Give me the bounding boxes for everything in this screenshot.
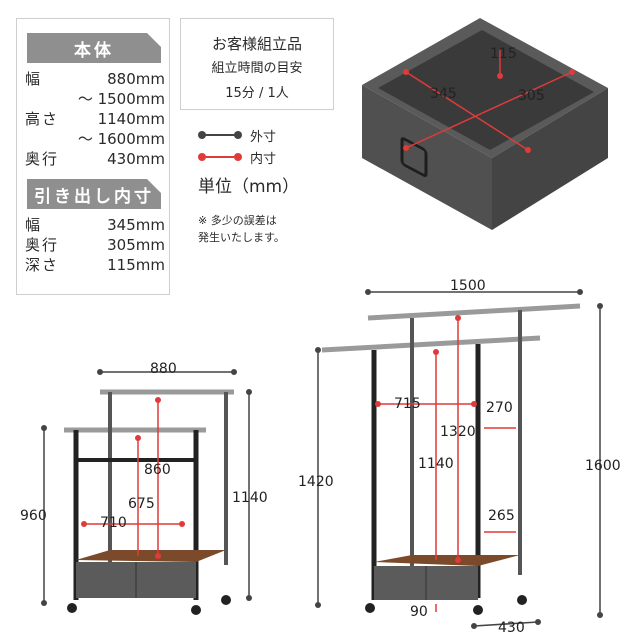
spec-row: 深さ 115mm	[25, 255, 165, 275]
inner-dot-icon	[198, 153, 206, 161]
large-rack-base-gap-label: 90	[410, 604, 428, 620]
large-rack-side-upper-label: 270	[486, 400, 513, 416]
large-rack-depth-label: 430	[498, 620, 525, 636]
spec-row: 〜 1500mm	[25, 89, 165, 109]
inner-line-swatch	[200, 156, 238, 158]
small-rack-inner-height-label: 860	[144, 462, 171, 478]
large-rack-inner-mid-label: 1140	[418, 456, 454, 472]
spec-row: 幅 880mm	[25, 69, 165, 89]
spec-value: 〜 1600mm	[77, 130, 165, 148]
large-rack-inner-width-label: 715	[394, 396, 421, 412]
box-width-label: 345	[430, 86, 457, 102]
tolerance-note: ※ 多少の誤差は 発生いたします。	[198, 212, 285, 246]
spec-label: 奥行	[25, 236, 60, 254]
spec-row: 奥行 305mm	[25, 235, 165, 255]
legend-inner-label: 内寸	[250, 152, 277, 167]
band-corner	[147, 33, 161, 47]
outer-dot-icon	[198, 131, 206, 139]
spec-row: 〜 1600mm	[25, 129, 165, 149]
small-rack-illustration	[41, 369, 252, 615]
spec-label: 奥行	[25, 150, 60, 168]
assembly-info-box: お客様組立品 組立時間の目安 15分 / 1人	[180, 18, 334, 110]
outer-line-swatch	[200, 134, 238, 136]
large-rack-inner-high-label: 1320	[440, 424, 476, 440]
legend-inner: 内寸	[198, 148, 318, 167]
drawer-spec-header: 引き出し内寸	[27, 179, 161, 209]
unit-label: 単位（mm）	[198, 177, 300, 197]
note-line: 発生いたします。	[198, 231, 285, 244]
small-rack-width-label: 880	[150, 361, 177, 377]
large-rack-height-high-label: 1600	[585, 458, 621, 474]
spec-value: 345mm	[107, 216, 165, 234]
spec-row: 奥行 430mm	[25, 149, 165, 169]
spec-label: 幅	[25, 216, 43, 234]
spec-panel: 本体 幅 880mm 〜 1500mm 高さ 1140mm 〜 1600mm 奥行 4…	[16, 18, 170, 295]
assembly-time: 15分 / 1人	[225, 86, 289, 101]
legend-outer-label: 外寸	[250, 130, 277, 145]
outer-dot-icon	[234, 131, 242, 139]
note-line: ※ 多少の誤差は	[198, 214, 277, 227]
spec-row: 幅 345mm	[25, 215, 165, 235]
assembly-subtitle: 組立時間の目安	[211, 61, 303, 76]
spec-value: 880mm	[107, 70, 165, 88]
spec-label: 高さ	[25, 110, 60, 128]
box-length-label: 305	[518, 88, 545, 104]
band-corner	[147, 179, 161, 193]
large-rack-side-lower-label: 265	[488, 508, 515, 524]
spec-label: 幅	[25, 70, 43, 88]
body-spec-header: 本体	[27, 33, 161, 63]
spec-value: 1140mm	[97, 110, 165, 128]
body-spec-title: 本体	[74, 40, 114, 61]
small-rack-inner-width-label: 710	[100, 515, 127, 531]
drawer-box-illustration	[362, 18, 608, 230]
box-depth-label: 115	[490, 46, 517, 62]
spec-value: 305mm	[107, 236, 165, 254]
large-rack-height-low-label: 1420	[298, 474, 334, 490]
spec-value: 115mm	[107, 256, 165, 274]
spec-value: 430mm	[107, 150, 165, 168]
drawer-spec-title: 引き出し内寸	[34, 186, 154, 207]
legend-outer: 外寸	[198, 126, 318, 145]
large-rack-width-label: 1500	[450, 278, 486, 294]
spec-label: 深さ	[25, 256, 60, 274]
large-rack-illustration	[315, 289, 603, 629]
spec-row: 高さ 1140mm	[25, 109, 165, 129]
assembly-title: お客様組立品	[211, 35, 302, 53]
small-rack-height-low-label: 960	[20, 508, 47, 524]
small-rack-height-high-label: 1140	[232, 490, 268, 506]
spec-value: 〜 1500mm	[77, 90, 165, 108]
small-rack-inner-low-label: 675	[128, 496, 155, 512]
inner-dot-icon	[234, 153, 242, 161]
